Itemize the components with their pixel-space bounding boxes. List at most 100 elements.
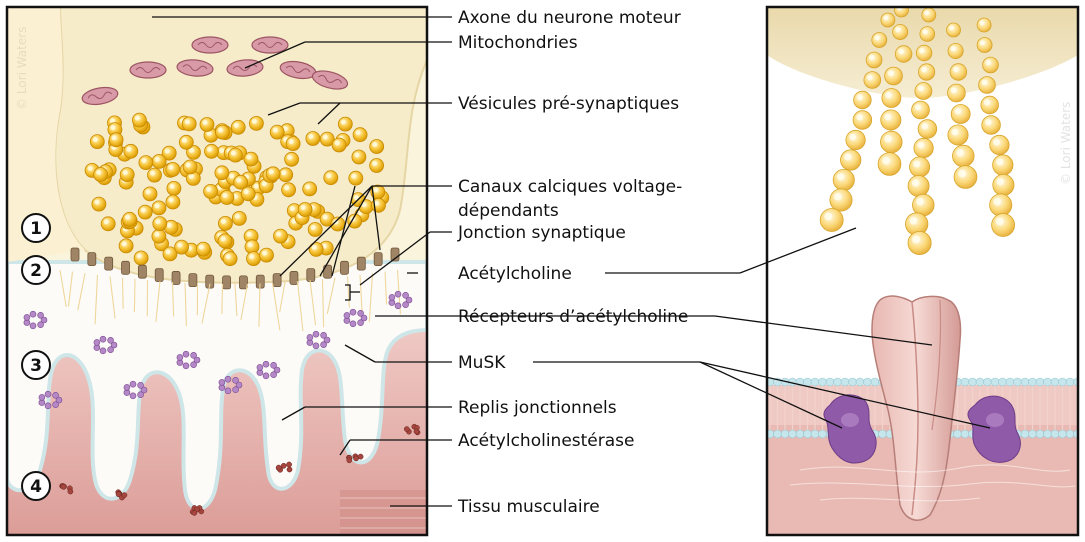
vesicle-zoom xyxy=(820,209,843,232)
credit-right: © Lori Waters xyxy=(1059,102,1073,185)
vesicle xyxy=(266,167,280,181)
vesicle-zoom xyxy=(922,8,936,22)
vesicle-zoom xyxy=(853,111,872,130)
calcium-channel xyxy=(105,257,113,270)
label-musk: MuSK xyxy=(458,353,506,373)
vesicle xyxy=(247,252,261,266)
vesicle-zoom xyxy=(953,145,975,167)
vesicle xyxy=(260,248,274,262)
vesicle xyxy=(279,168,293,182)
left-panel xyxy=(7,7,430,535)
label-vesicules: Vésicules pré-synaptiques xyxy=(458,94,679,114)
acetylcholine-strand xyxy=(222,284,223,314)
vesicle-zoom xyxy=(948,84,966,102)
calcium-channel xyxy=(138,265,146,278)
vesicle xyxy=(282,183,296,197)
vesicle xyxy=(119,239,133,253)
vesicle-zoom xyxy=(951,105,970,124)
vesicle xyxy=(124,144,138,158)
acetylcholinesterase-cluster xyxy=(190,505,204,515)
vesicle xyxy=(152,229,166,243)
vesicle xyxy=(232,211,246,225)
vesicle-zoom xyxy=(948,43,963,58)
calcium-channel xyxy=(340,261,348,274)
stage-number-2: 2 xyxy=(22,256,50,284)
vesicle-zoom xyxy=(981,96,999,114)
vesicle xyxy=(132,113,146,127)
vesicle-zoom xyxy=(918,120,937,139)
vesicle xyxy=(244,152,258,166)
vesicle-zoom xyxy=(864,72,881,89)
vesicle xyxy=(349,171,363,185)
vesicle-zoom xyxy=(846,130,865,149)
calcium-channel xyxy=(307,269,315,282)
calcium-channel xyxy=(122,261,130,274)
credit-left: © Lori Waters xyxy=(15,27,29,110)
vesicle-zoom xyxy=(910,157,930,177)
label-axone: Axone du neurone moteur xyxy=(458,8,681,28)
vesicle xyxy=(101,217,115,231)
vesicle-zoom xyxy=(882,89,901,108)
vesicle xyxy=(370,140,384,154)
vesicle xyxy=(139,156,153,170)
vesicle-zoom xyxy=(914,138,933,157)
vesicle-zoom xyxy=(893,24,908,39)
mitochondrion xyxy=(130,62,166,78)
vesicle-zoom xyxy=(990,135,1009,154)
label-acetylcholinesterase: Acétylcholinestérase xyxy=(458,431,635,451)
vesicle xyxy=(324,171,338,185)
vesicle xyxy=(215,125,229,139)
vesicle xyxy=(153,217,167,231)
calcium-channel xyxy=(88,253,96,266)
vesicle xyxy=(228,148,242,162)
label-group: Axone du neurone moteur Mitochondries Vé… xyxy=(457,8,688,517)
vesicle-zoom xyxy=(866,52,882,68)
vesicle xyxy=(353,128,367,142)
label-recepteurs: Récepteurs d’acétylcholine xyxy=(458,307,688,327)
label-mitochondries: Mitochondries xyxy=(458,33,578,53)
calcium-channel xyxy=(172,271,180,284)
vesicle-zoom xyxy=(881,131,903,153)
vesicle-zoom xyxy=(990,194,1012,216)
vesicle xyxy=(204,184,218,198)
mitochondrion xyxy=(252,37,288,53)
label-acetylcholine: Acétylcholine xyxy=(458,264,572,284)
vesicle xyxy=(338,117,352,131)
vesicle-zoom xyxy=(895,46,912,63)
vesicle xyxy=(148,168,162,182)
calcium-channel xyxy=(374,253,382,266)
vesicle-zoom xyxy=(993,174,1014,195)
vesicle xyxy=(286,137,300,151)
calcium-channel xyxy=(189,274,197,287)
stage-number-3-text: 3 xyxy=(30,356,42,376)
vesicle xyxy=(183,160,197,174)
stage-number-1-text: 1 xyxy=(30,219,42,239)
vesicle-zoom xyxy=(885,67,903,85)
vesicle xyxy=(166,195,180,209)
vesicle xyxy=(218,216,232,230)
stage-number-3: 3 xyxy=(22,351,50,379)
vesicle xyxy=(231,120,245,134)
vesicle xyxy=(359,200,373,214)
vesicle xyxy=(120,168,134,182)
stage-number-4: 4 xyxy=(22,472,50,500)
stage-number-4-text: 4 xyxy=(30,477,42,497)
vesicle-zoom xyxy=(977,18,991,32)
vesicle xyxy=(182,117,196,131)
vesicle-zoom xyxy=(908,231,931,254)
label-canaux-line1: Canaux calciques voltage- xyxy=(458,177,682,197)
calcium-channel xyxy=(357,257,365,270)
vesicle xyxy=(179,135,193,149)
vesicle-zoom xyxy=(872,33,887,48)
vesicle xyxy=(123,212,137,226)
vesicle xyxy=(196,242,210,256)
vesicle-zoom xyxy=(950,64,967,81)
vesicle xyxy=(303,182,317,196)
vesicle-zoom xyxy=(948,125,968,145)
vesicle xyxy=(92,197,106,211)
vesicle xyxy=(167,181,181,195)
mitochondrion xyxy=(192,37,228,53)
vesicle xyxy=(298,203,312,217)
vesicle xyxy=(200,118,214,132)
